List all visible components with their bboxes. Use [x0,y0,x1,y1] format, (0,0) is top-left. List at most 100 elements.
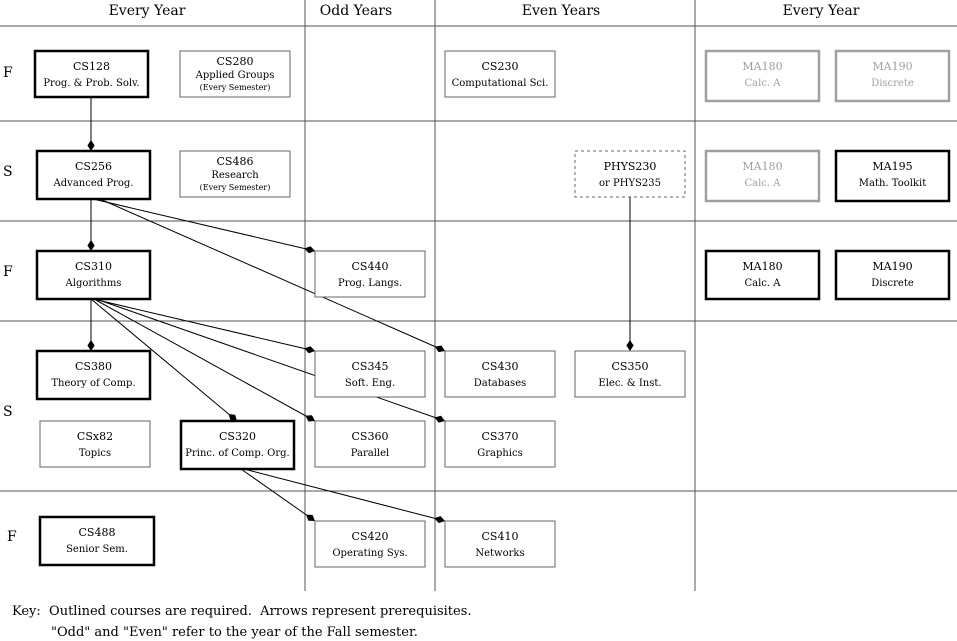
course-note: (Every Semester) [200,83,271,92]
course-title: Operating Sys. [332,548,407,559]
prereq-arrow-cs256-cs440 [92,198,316,254]
prereq-arrow-cs310-cs370 [95,298,446,423]
arrow-head [87,140,95,151]
course-box [574,150,686,198]
course-title: Princ. of Comp. Org. [185,448,289,459]
course-title: Research [211,170,259,181]
semester-label: S [3,404,13,420]
course-code: CS128 [73,60,110,73]
course-title: or PHYS235 [599,178,661,189]
course-code: MA195 [872,160,912,173]
course-code: CS440 [352,260,389,273]
course-title: Discrete [871,78,914,89]
arrow-head [434,415,445,423]
arrow-line [240,468,316,522]
course-title: Calc. A [745,78,782,89]
course-title: Networks [475,548,524,559]
course-code: CS430 [482,360,519,373]
prereq-arrow-cs310-cs360 [93,298,316,422]
course-note: (Every Semester) [200,183,271,192]
semester-label: S [3,164,13,180]
course-title: Theory of Comp. [51,378,135,389]
column-header: Even Years [522,3,600,19]
arrow-line [92,198,316,252]
semester-label: F [7,529,17,545]
course-code: CS370 [482,430,519,443]
course-box [444,520,556,568]
course-box [314,520,426,568]
course-code: MA180 [742,160,782,173]
course-box [704,149,821,203]
course-box [444,350,556,398]
prereq-arrow-cs256-cs310 [87,199,95,251]
course-code: PHYS230 [604,160,657,173]
course-box [314,350,426,398]
course-title: Applied Groups [195,70,275,81]
key-text-2: "Odd" and "Even" refer to the year of th… [51,625,418,640]
key-line-1: Key: Outlined courses are required. Arro… [12,604,472,619]
course-box [314,250,426,298]
course-title: Elec. & Inst. [598,378,661,389]
prereq-arrow-cs320-cs410 [243,468,446,524]
course-code: CS350 [612,360,649,373]
course-box [35,149,152,201]
course-box [38,515,156,567]
course-code: CS360 [352,430,389,443]
course-title: Computational Sci. [452,78,549,89]
arrow-line [243,468,446,522]
key-line-2: "Odd" and "Even" refer to the year of th… [51,625,418,640]
course-title: Parallel [351,448,390,459]
course-title: Prog. Langs. [338,278,402,289]
course-code: CS256 [75,160,112,173]
course-code: CS420 [352,530,389,543]
course-title: Math. Toolkit [859,178,926,189]
course-box [35,249,152,301]
arrow-line [92,298,316,352]
arrow-line [90,298,238,422]
course-title: Advanced Prog. [53,178,134,189]
course-code: CS280 [217,55,254,68]
arrow-line [99,198,446,352]
prereq-arrow-cs128-cs256 [87,97,95,151]
course-code: CS380 [75,360,112,373]
course-box [444,420,556,468]
course-box [704,249,821,301]
course-code: MA190 [872,60,912,73]
course-phys230: PHYS230 or PHYS235 [574,150,686,198]
course-title: Topics [79,448,111,459]
prereq-arrow-cs310-cs345 [92,298,316,354]
prereq-arrow-cs310-cs320 [90,298,238,422]
course-box [834,249,951,301]
arrow-head [434,516,445,524]
key-text-1: Outlined courses are required. Arrows re… [49,604,472,619]
column-header: Every Year [109,3,186,19]
prerequisite-arrows [87,97,634,524]
prereq-arrow-cs256-cs430 [99,198,446,353]
course-box [33,49,150,99]
course-title: Senior Sem. [66,544,128,555]
arrow-line [93,298,316,422]
arrow-head [305,514,315,521]
column-header: Odd Years [320,3,392,19]
